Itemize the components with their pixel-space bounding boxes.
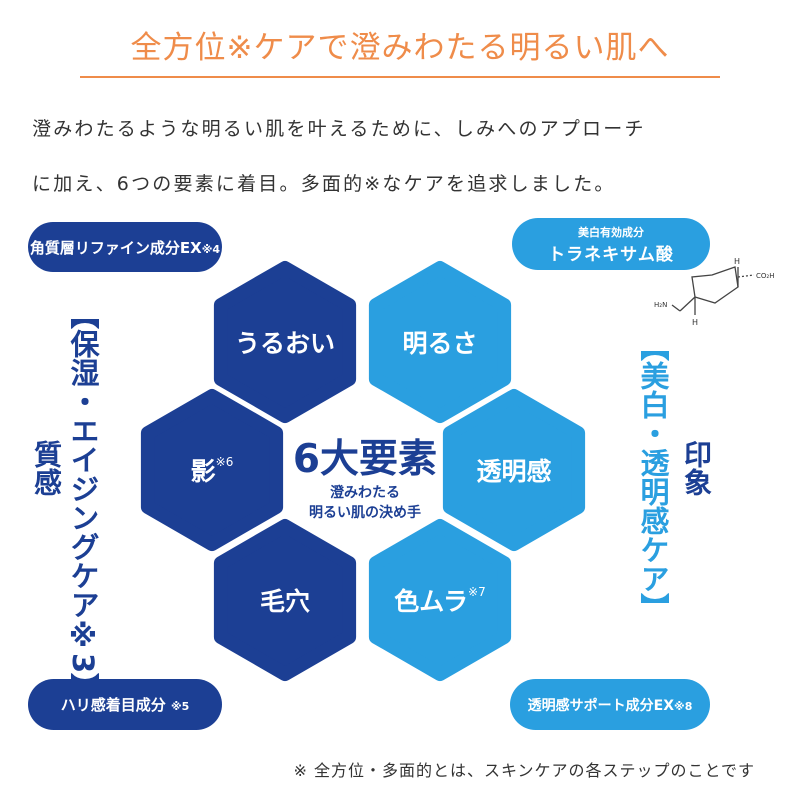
pill-firmness: ハリ感着目成分 ※5 bbox=[28, 679, 222, 730]
pill-keratin-refine: 角質層リファイン成分EX※4 bbox=[28, 222, 222, 272]
pill-label: トラネキサム酸 bbox=[548, 244, 674, 265]
footnote: ※ 全方位・多面的とは、スキンケアの各ステップのことです bbox=[293, 761, 755, 780]
hexagon-6 bbox=[368, 519, 512, 681]
hexagon-label: 毛穴 bbox=[260, 582, 310, 618]
title-underline bbox=[80, 76, 720, 78]
pill-note: ※4 bbox=[201, 242, 221, 256]
pill-label: 角質層リファイン成分EX bbox=[29, 238, 202, 257]
center-sub-1: 澄みわたる bbox=[330, 485, 400, 501]
hexagon-2 bbox=[368, 261, 512, 423]
left-category: 【保湿・エイジングケア※3】 bbox=[66, 300, 100, 703]
pill-label: 透明感サポート成分EX bbox=[527, 697, 674, 714]
hexagon-label: 透明感 bbox=[476, 452, 551, 488]
hexagon-text: 影 bbox=[190, 457, 216, 486]
hexagon-3 bbox=[140, 389, 284, 551]
pill-label: ハリ感着目成分 bbox=[60, 696, 166, 714]
h-top: H bbox=[734, 257, 740, 266]
right-category: 【美白・透明感ケア】 bbox=[636, 332, 670, 622]
hexagon-note: ※7 bbox=[468, 585, 486, 599]
hexagon-label: 影※6 bbox=[191, 452, 234, 488]
center-sub-2: 明るい肌の決め手 bbox=[309, 505, 421, 521]
hexagon-label: 明るさ bbox=[402, 324, 477, 360]
pill-clarity-support: 透明感サポート成分EX※8 bbox=[510, 679, 710, 730]
hexagon-text: 明るさ bbox=[402, 329, 478, 358]
hexagon-1 bbox=[213, 261, 357, 423]
h-bottom: H bbox=[692, 318, 698, 327]
right-theme: 印象 bbox=[680, 440, 713, 496]
tranexamic-acid-structure: H CO₂H H₂N H bbox=[654, 257, 774, 327]
hexagon-note: ※6 bbox=[215, 455, 234, 469]
pill-note: ※8 bbox=[674, 699, 693, 713]
left-theme: 質感 bbox=[30, 440, 63, 496]
hexagon-label: 色ムラ※7 bbox=[394, 582, 485, 618]
intro-line-2: に加え、6つの要素に着目。多面的※なケアを追求しました。 bbox=[32, 173, 616, 195]
amine-group: H₂N bbox=[654, 301, 667, 309]
hexagon-text: 透明感 bbox=[476, 457, 552, 486]
hexagon-text: 毛穴 bbox=[259, 587, 311, 616]
hexagon-text: 色ムラ bbox=[394, 587, 469, 616]
page-title: 全方位※ケアで澄みわたる明るい肌へ bbox=[130, 30, 670, 66]
intro-line-1: 澄みわたるような明るい肌を叶えるために、しみへのアプローチ bbox=[32, 118, 646, 140]
acid-group: CO₂H bbox=[756, 272, 774, 280]
pill-tranexamic-acid: 美白有効成分 トラネキサム酸 bbox=[512, 218, 710, 270]
pill-sub: 美白有効成分 bbox=[578, 225, 644, 239]
pill-note: ※5 bbox=[170, 700, 190, 713]
center-title: 6大要素 bbox=[292, 437, 438, 482]
hexagon-text: うるおい bbox=[234, 329, 336, 358]
hexagon-label: うるおい bbox=[235, 324, 335, 360]
hexagon-5 bbox=[213, 519, 357, 681]
hexagon-4 bbox=[442, 389, 586, 551]
